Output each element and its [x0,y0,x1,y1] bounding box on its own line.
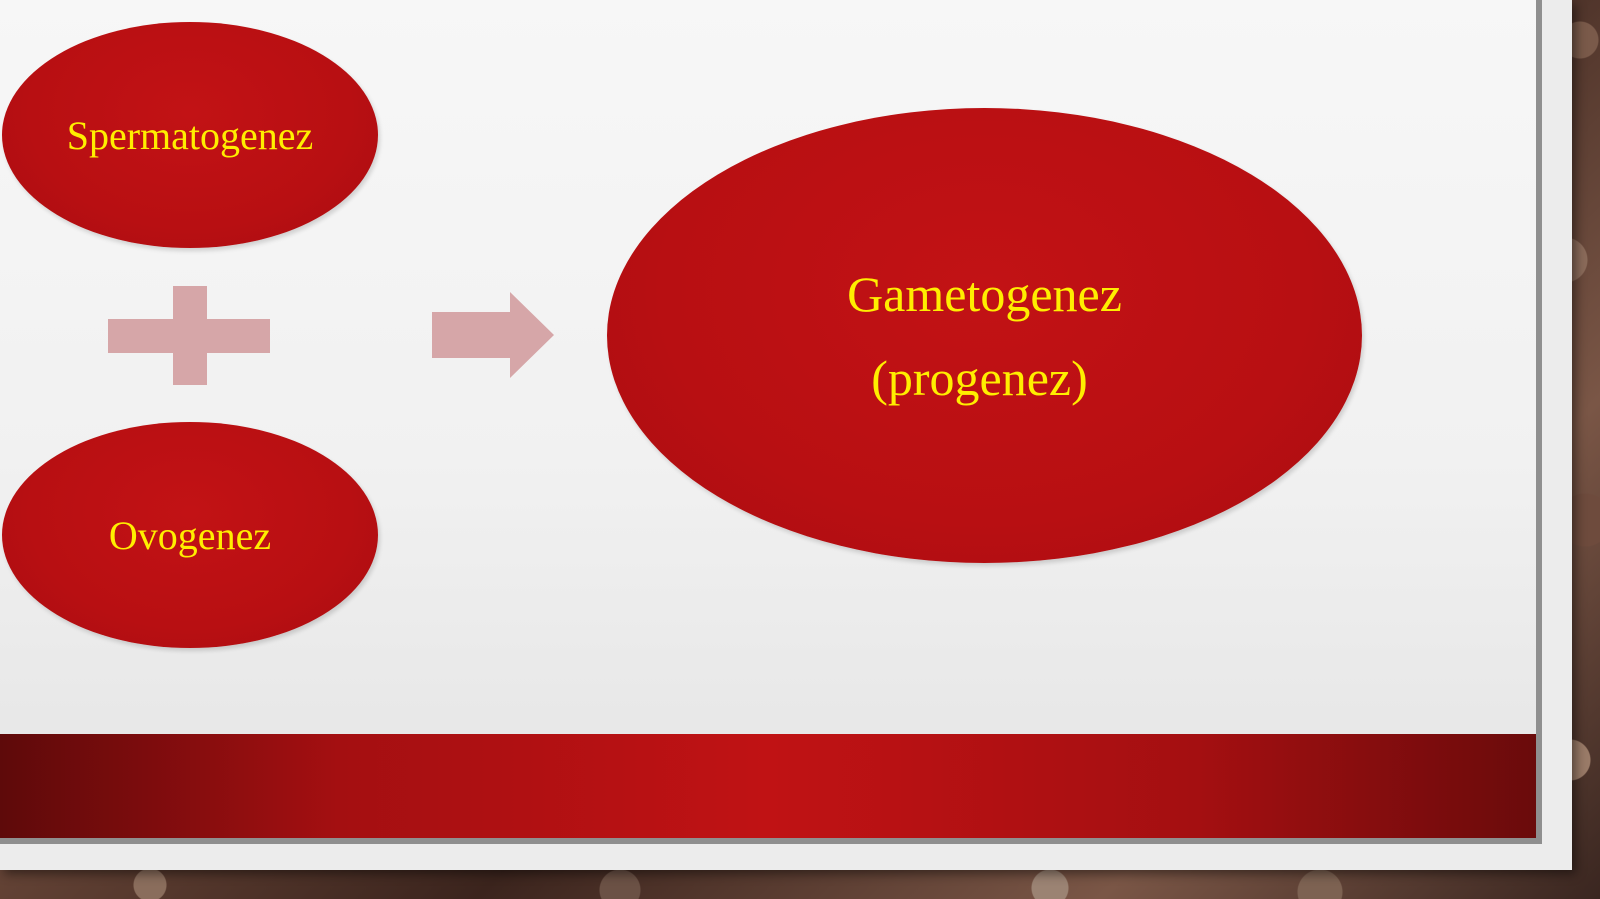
ovogenez-label: Ovogenez [108,512,272,558]
spermatogenez-node: Spermatogenez [2,22,378,248]
plus-icon [108,286,270,385]
footer-band [0,734,1536,838]
spermatogenez-label: Spermatogenez [66,112,314,158]
arrow-right-icon [432,292,554,378]
progenez-label: (progenez) [871,349,1088,406]
ovogenez-node: Ovogenez [2,422,378,648]
gametogenez-node: Gametogenez (progenez) [607,108,1362,563]
gametogenez-label: Gametogenez [847,265,1122,322]
slide-canvas: Spermatogenez Ovogenez Gametogenez (prog… [0,0,1542,844]
slide-frame: Spermatogenez Ovogenez Gametogenez (prog… [0,0,1572,870]
